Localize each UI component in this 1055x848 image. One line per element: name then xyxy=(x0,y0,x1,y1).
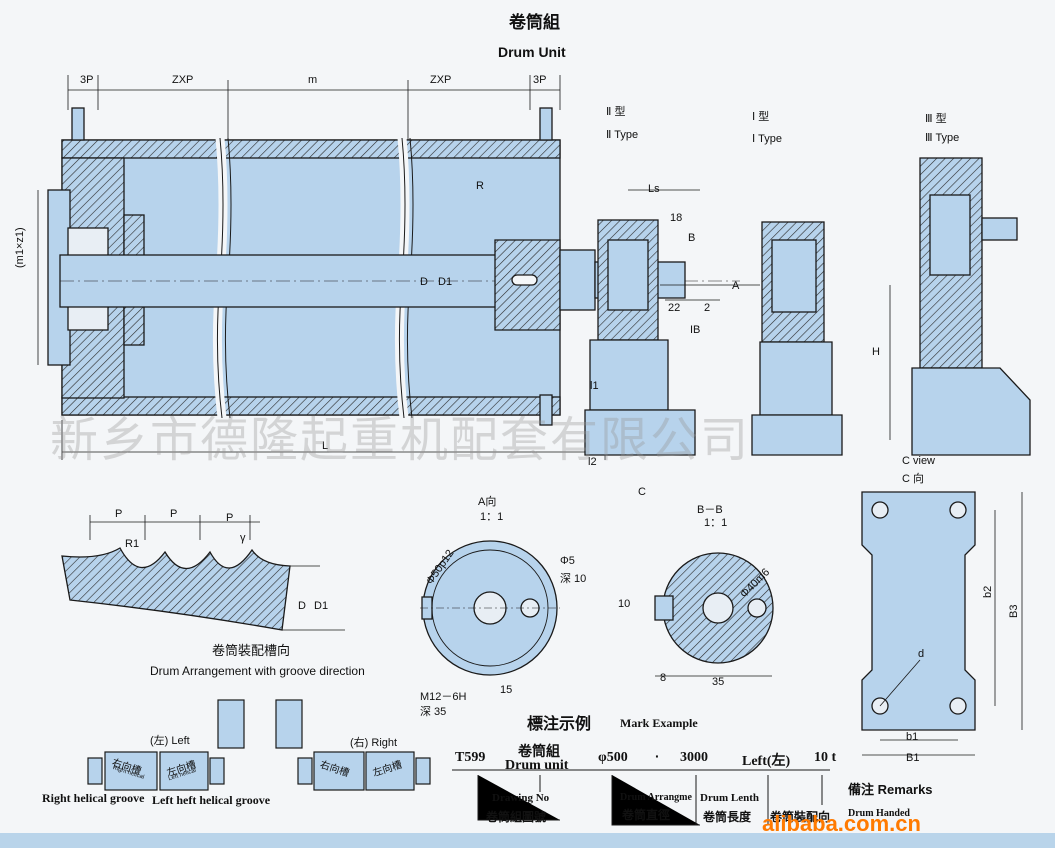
groove-P1: P xyxy=(115,508,123,520)
view-b-scale: 1：1 xyxy=(704,517,728,529)
view-c-d: d xyxy=(918,648,925,660)
dim-3p-left: 3P xyxy=(80,74,94,86)
view-b-8: 8 xyxy=(660,672,667,684)
view-b-10: 10 xyxy=(618,598,631,610)
mark-len-zh: 卷筒長度 xyxy=(703,810,752,824)
dim-3p-right: 3P xyxy=(533,74,547,86)
mark-title-zh: 標注示例 xyxy=(527,716,592,733)
dim-R: R xyxy=(476,180,484,192)
groove-caption-zh: 卷筒裝配槽向 xyxy=(212,643,291,658)
type3-en: Ⅲ Type xyxy=(925,132,960,144)
mark-dir-en: Drum Handed xyxy=(848,808,910,819)
mark-t599: T599 xyxy=(455,750,486,765)
dim-zxp-right: ZXP xyxy=(430,74,452,86)
site-watermark: alibaba.com.cn xyxy=(762,811,921,836)
view-a-thread: M12－6H xyxy=(420,691,467,703)
groove-P2: P xyxy=(170,508,178,520)
mark-length: 3000 xyxy=(680,750,708,765)
groove-D: D xyxy=(298,600,306,612)
mark-example-leaders xyxy=(452,769,830,826)
view-a-title: A向 xyxy=(478,496,497,508)
helix-left-title: (左) Left xyxy=(150,735,190,747)
dim-18: 18 xyxy=(670,212,683,224)
mark-dir-zh: 卷筒裝配向 xyxy=(770,810,831,824)
helix-right-title: (右) Right xyxy=(350,737,398,749)
company-watermark: 新乡市德隆起重机配套有限公司 xyxy=(50,412,751,468)
dim-D1: D1 xyxy=(438,276,453,288)
dim-l1: l1 xyxy=(590,380,599,392)
dim-IB: IB xyxy=(690,324,701,336)
dim-L: L xyxy=(322,440,329,452)
mark-drum-en: Drum unit xyxy=(505,758,569,773)
dim-m: m xyxy=(308,74,318,86)
helix-right-caption: Right helical groove xyxy=(42,791,145,805)
groove-D1: D1 xyxy=(314,600,329,612)
view-a-15: 15 xyxy=(500,684,513,696)
mark-left: Left(左) xyxy=(742,754,791,769)
mark-arr-en: Drum Arrangme xyxy=(620,792,692,803)
dim-m1-z1: (m1×z1) xyxy=(14,227,26,268)
view-c-title-zh: C 向 xyxy=(902,473,924,485)
mark-len-en: Drum Lenth xyxy=(700,792,759,804)
dim-zxp-left: ZXP xyxy=(172,74,194,86)
view-c-B3: B3 xyxy=(1008,604,1020,618)
view-a-d5: Φ5 xyxy=(560,555,575,567)
groove-caption-en: Drum Arrangement with groove direction xyxy=(150,664,365,678)
groove-profile xyxy=(61,515,345,631)
dim-H: H xyxy=(872,346,880,358)
helix-left-caption: Left heft helical groove xyxy=(152,793,271,807)
mark-ten-t: 10 t xyxy=(814,750,837,765)
dim-C: C xyxy=(638,486,646,498)
groove-P3: P xyxy=(226,512,234,524)
dim-2: 2 xyxy=(704,302,711,314)
mark-drawing-no-en: Drawing No xyxy=(492,792,550,804)
mark-drum-zh: 卷筒組 xyxy=(518,743,560,759)
mark-title-en: Mark Example xyxy=(620,716,698,730)
mark-dot: · xyxy=(655,748,660,764)
view-a xyxy=(420,540,560,676)
mark-d500: φ500 xyxy=(598,750,628,765)
mark-drawing-no-zh: 卷筒組圖號 xyxy=(486,810,547,824)
bottom-band xyxy=(0,833,1055,848)
type1-zh: Ⅰ 型 xyxy=(752,111,770,123)
view-b-title: B－B xyxy=(697,504,723,516)
view-a-deep10: 深 10 xyxy=(560,573,587,585)
groove-R1: R1 xyxy=(125,538,140,550)
view-c-b2: b2 xyxy=(982,585,994,598)
helix-diagrams xyxy=(87,699,431,791)
mark-remarks: 備注 Remarks xyxy=(848,782,933,797)
dim-l2: l2 xyxy=(588,456,597,468)
view-c-b1: b1 xyxy=(906,731,919,743)
title-zh: 卷筒組 xyxy=(509,13,560,32)
view-a-scale: 1：1 xyxy=(480,511,504,523)
view-a-deep35: 深 35 xyxy=(420,706,447,718)
type2-en: Ⅱ Type xyxy=(606,129,639,141)
dim-Ls: Ls xyxy=(648,183,660,195)
dim-A: A xyxy=(732,280,740,292)
bearing-seat-type3 xyxy=(889,157,1031,456)
bearing-seat-type2 xyxy=(584,189,760,456)
view-c-B1: B1 xyxy=(906,752,920,764)
view-c-title-en: C view xyxy=(902,455,936,467)
type3-zh: Ⅲ 型 xyxy=(925,113,947,125)
view-c xyxy=(861,491,1023,756)
type1-en: Ⅰ Type xyxy=(752,133,782,145)
title-en: Drum Unit xyxy=(498,44,566,60)
bearing-seat-type1 xyxy=(751,221,843,456)
view-b xyxy=(654,552,774,677)
type2-zh: Ⅱ 型 xyxy=(606,106,626,118)
dim-D: D xyxy=(420,276,428,288)
groove-gamma: γ xyxy=(240,532,246,544)
view-b-35: 35 xyxy=(712,676,725,688)
mark-arr-zh: 卷筒直徑 xyxy=(622,808,671,822)
dim-B: B xyxy=(688,232,696,244)
drum-assembly xyxy=(37,75,740,460)
dim-22: 22 xyxy=(668,302,681,314)
